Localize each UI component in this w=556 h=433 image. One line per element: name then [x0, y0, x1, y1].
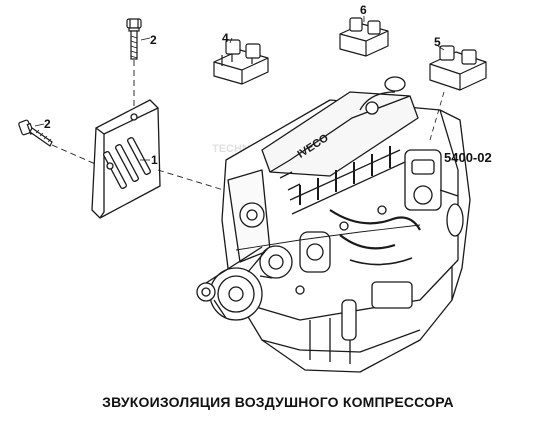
clip-4 — [213, 39, 269, 85]
leader-bolt-left — [51, 144, 101, 167]
callout-2-left: 2 — [44, 117, 51, 131]
bolt-left — [18, 119, 53, 147]
callout-6: 6 — [360, 3, 367, 17]
leader-callout-4 — [229, 37, 233, 44]
callout-5: 5 — [434, 35, 441, 49]
bolt-top — [126, 18, 142, 60]
callout-2-top: 2 — [150, 33, 157, 47]
clip-5 — [429, 45, 487, 91]
acoustic-bracket — [91, 99, 161, 219]
clip-6 — [339, 17, 389, 57]
drawing-code: 5400-02 — [444, 150, 492, 165]
engine: IVECO — [196, 76, 471, 373]
leader-callout-2-left — [34, 123, 45, 127]
callout-4: 4 — [222, 31, 229, 45]
callout-1: 1 — [151, 153, 158, 167]
leader-callout-2-top — [140, 37, 151, 41]
leader-callout-5 — [437, 45, 445, 51]
diagram-caption: ЗВУКОИЗОЛЯЦИЯ ВОЗДУШНОГО КОМПРЕССОРА — [102, 394, 454, 410]
